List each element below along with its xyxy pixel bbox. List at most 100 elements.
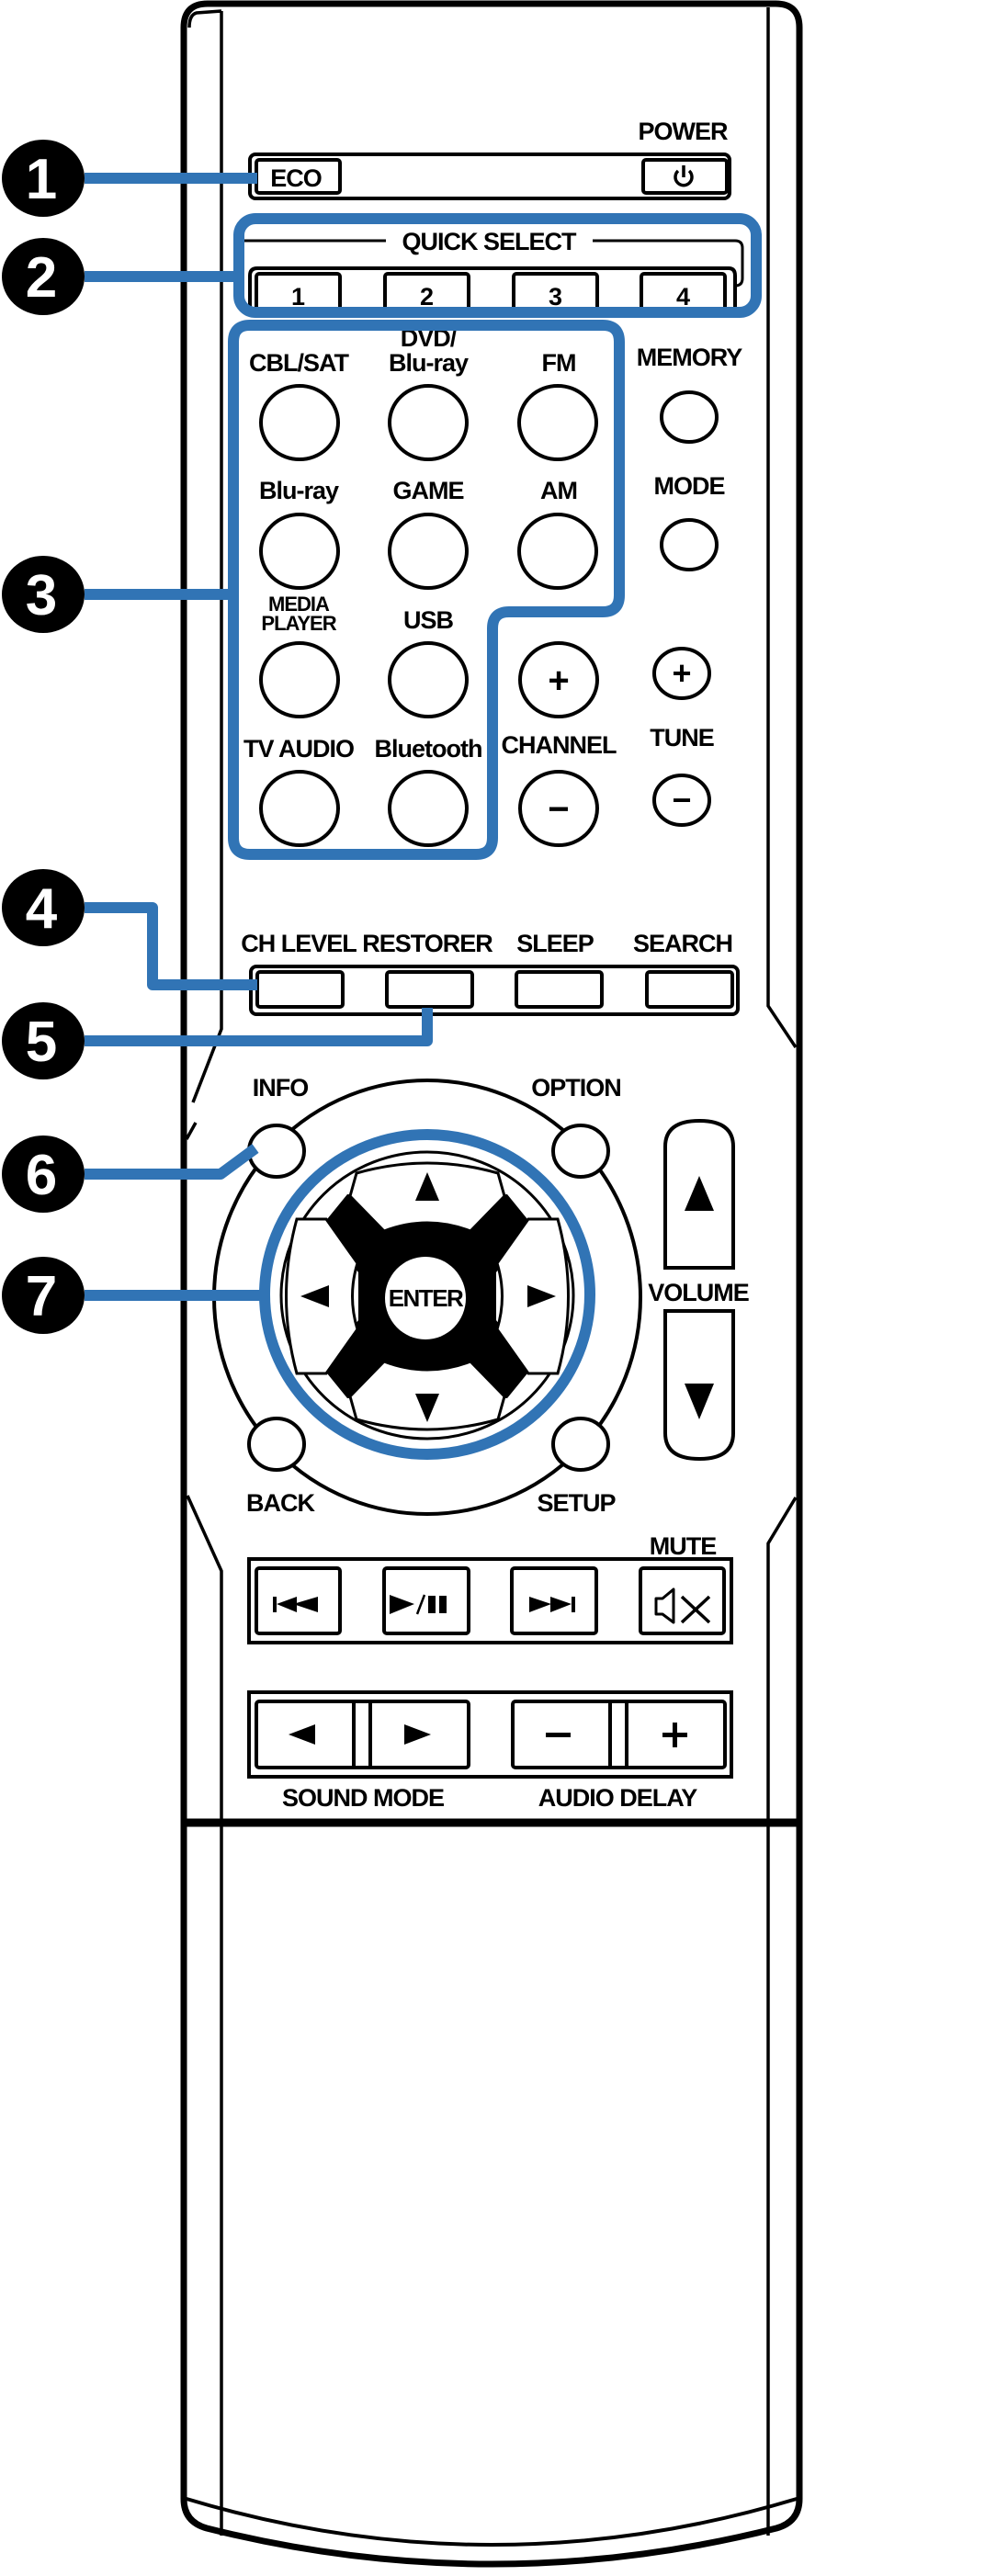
callout-7-number: 7 bbox=[26, 1265, 57, 1328]
dvd-label-line2: Blu-ray bbox=[389, 349, 469, 377]
quick-select-highlight bbox=[233, 213, 762, 318]
usb-label: USB bbox=[403, 606, 454, 634]
volume-down-button[interactable] bbox=[663, 1309, 735, 1462]
leader-lines bbox=[85, 173, 433, 1301]
volume-down-icon bbox=[685, 1384, 714, 1419]
power-button[interactable] bbox=[641, 158, 729, 195]
tune-down-button[interactable]: − bbox=[652, 774, 711, 827]
audio-delay-plus-icon bbox=[662, 1723, 687, 1747]
power-label: POWER bbox=[638, 118, 728, 145]
power-icon bbox=[674, 165, 694, 187]
next-track-button[interactable] bbox=[510, 1566, 598, 1635]
callout-4: 4 bbox=[2, 869, 85, 946]
leader-line-5 bbox=[85, 1008, 433, 1046]
slider-controls: SOUND MODE AUDIO DELAY bbox=[247, 1690, 733, 1812]
back-button[interactable] bbox=[247, 1417, 306, 1472]
volume-up-icon bbox=[685, 1176, 714, 1211]
callout-6: 6 bbox=[2, 1135, 85, 1213]
callout-badges: 1 2 3 4 5 6 7 bbox=[2, 140, 85, 1334]
leader-line-6 bbox=[85, 1144, 259, 1180]
bluetooth-button[interactable] bbox=[388, 770, 469, 847]
option-button[interactable] bbox=[551, 1124, 610, 1179]
dpad-right-button[interactable] bbox=[495, 1217, 570, 1375]
minus-icon: − bbox=[548, 789, 569, 830]
ch-level-button[interactable] bbox=[255, 970, 345, 1009]
eco-button[interactable]: ECO bbox=[255, 158, 342, 195]
mute-button[interactable] bbox=[639, 1566, 726, 1635]
usb-button[interactable] bbox=[388, 641, 469, 718]
next-track-icon bbox=[529, 1597, 575, 1612]
search-label: SEARCH bbox=[633, 930, 732, 957]
volume-label: VOLUME bbox=[648, 1279, 749, 1306]
cbl-sat-label: CBL/SAT bbox=[249, 349, 349, 377]
bluetooth-label: Bluetooth bbox=[375, 735, 482, 763]
media-player-label-line2: PLAYER bbox=[261, 612, 336, 635]
ch-level-label: CH LEVEL bbox=[241, 930, 357, 957]
am-button[interactable] bbox=[517, 513, 598, 590]
volume-controls: VOLUME bbox=[648, 1118, 750, 1462]
dpad-down-button[interactable] bbox=[348, 1360, 506, 1431]
callout-7: 7 bbox=[2, 1257, 85, 1334]
quick-select-label: QUICK SELECT bbox=[402, 228, 577, 255]
quick-select-2-button[interactable]: 2 bbox=[383, 272, 470, 316]
setup-button[interactable] bbox=[551, 1417, 610, 1472]
tuner-controls: MEMORY MODE + CHANNEL − + TUNE − bbox=[502, 344, 743, 847]
down-arrow-icon bbox=[415, 1394, 439, 1422]
sound-mode-left-icon bbox=[289, 1724, 315, 1745]
dpad-up-button[interactable] bbox=[348, 1161, 506, 1233]
dvd-bluray-button[interactable] bbox=[388, 384, 469, 461]
minus-icon: − bbox=[672, 781, 691, 819]
previous-track-button[interactable] bbox=[255, 1566, 342, 1635]
navigation-cluster: INFO OPTION BACK SETUP bbox=[212, 1074, 642, 1517]
callout-1-number: 1 bbox=[26, 148, 57, 211]
channel-label: CHANNEL bbox=[502, 731, 617, 759]
search-button[interactable] bbox=[645, 970, 734, 1009]
audio-delay-minus-icon bbox=[546, 1733, 571, 1737]
media-player-label-line1: MEDIA bbox=[268, 593, 330, 616]
setup-label: SETUP bbox=[537, 1489, 616, 1517]
mode-button[interactable] bbox=[660, 518, 719, 571]
play-pause-icon bbox=[390, 1594, 447, 1615]
audio-delay-label: AUDIO DELAY bbox=[538, 1784, 698, 1812]
channel-down-button[interactable]: − bbox=[518, 770, 599, 847]
eco-button-label: ECO bbox=[270, 164, 322, 192]
enter-label: ENTER bbox=[389, 1284, 464, 1312]
cbl-sat-button[interactable] bbox=[259, 384, 340, 461]
dpad-left-button[interactable] bbox=[285, 1217, 359, 1375]
sound-mode-rocker[interactable] bbox=[255, 1700, 470, 1769]
plus-icon: + bbox=[672, 654, 691, 692]
up-arrow-icon bbox=[415, 1172, 439, 1201]
quick-select-4-label: 4 bbox=[676, 283, 690, 311]
media-player-button[interactable] bbox=[259, 641, 340, 718]
memory-button[interactable] bbox=[660, 390, 719, 444]
callout-3-number: 3 bbox=[26, 564, 57, 627]
callout-5: 5 bbox=[2, 1002, 85, 1079]
play-pause-button[interactable] bbox=[382, 1566, 470, 1635]
audio-delay-rocker[interactable] bbox=[511, 1700, 727, 1769]
plus-icon: + bbox=[548, 661, 569, 701]
tv-audio-button[interactable] bbox=[259, 770, 340, 847]
quick-select-3-label: 3 bbox=[549, 283, 562, 311]
callout-1: 1 bbox=[2, 140, 85, 217]
fm-button[interactable] bbox=[517, 384, 598, 461]
sleep-button[interactable] bbox=[515, 970, 604, 1009]
game-label: GAME bbox=[393, 477, 464, 504]
leader-line-4 bbox=[85, 902, 257, 990]
callout-2: 2 bbox=[2, 238, 85, 315]
bluray-button[interactable] bbox=[259, 513, 340, 590]
sound-mode-right-icon bbox=[404, 1724, 431, 1745]
mute-icon bbox=[654, 1587, 711, 1624]
game-button[interactable] bbox=[388, 513, 469, 590]
callout-5-number: 5 bbox=[26, 1011, 57, 1074]
channel-up-button[interactable]: + bbox=[518, 641, 599, 718]
fm-label: FM bbox=[542, 349, 576, 377]
restorer-label: RESTORER bbox=[362, 930, 492, 957]
callout-6-number: 6 bbox=[26, 1144, 57, 1207]
restorer-button[interactable] bbox=[385, 970, 474, 1009]
volume-up-button[interactable] bbox=[663, 1118, 735, 1270]
tune-up-button[interactable]: + bbox=[652, 647, 711, 700]
option-label: OPTION bbox=[531, 1074, 621, 1102]
input-source-highlight bbox=[228, 320, 625, 860]
mode-label: MODE bbox=[654, 472, 725, 500]
enter-button[interactable]: ENTER bbox=[385, 1257, 466, 1339]
